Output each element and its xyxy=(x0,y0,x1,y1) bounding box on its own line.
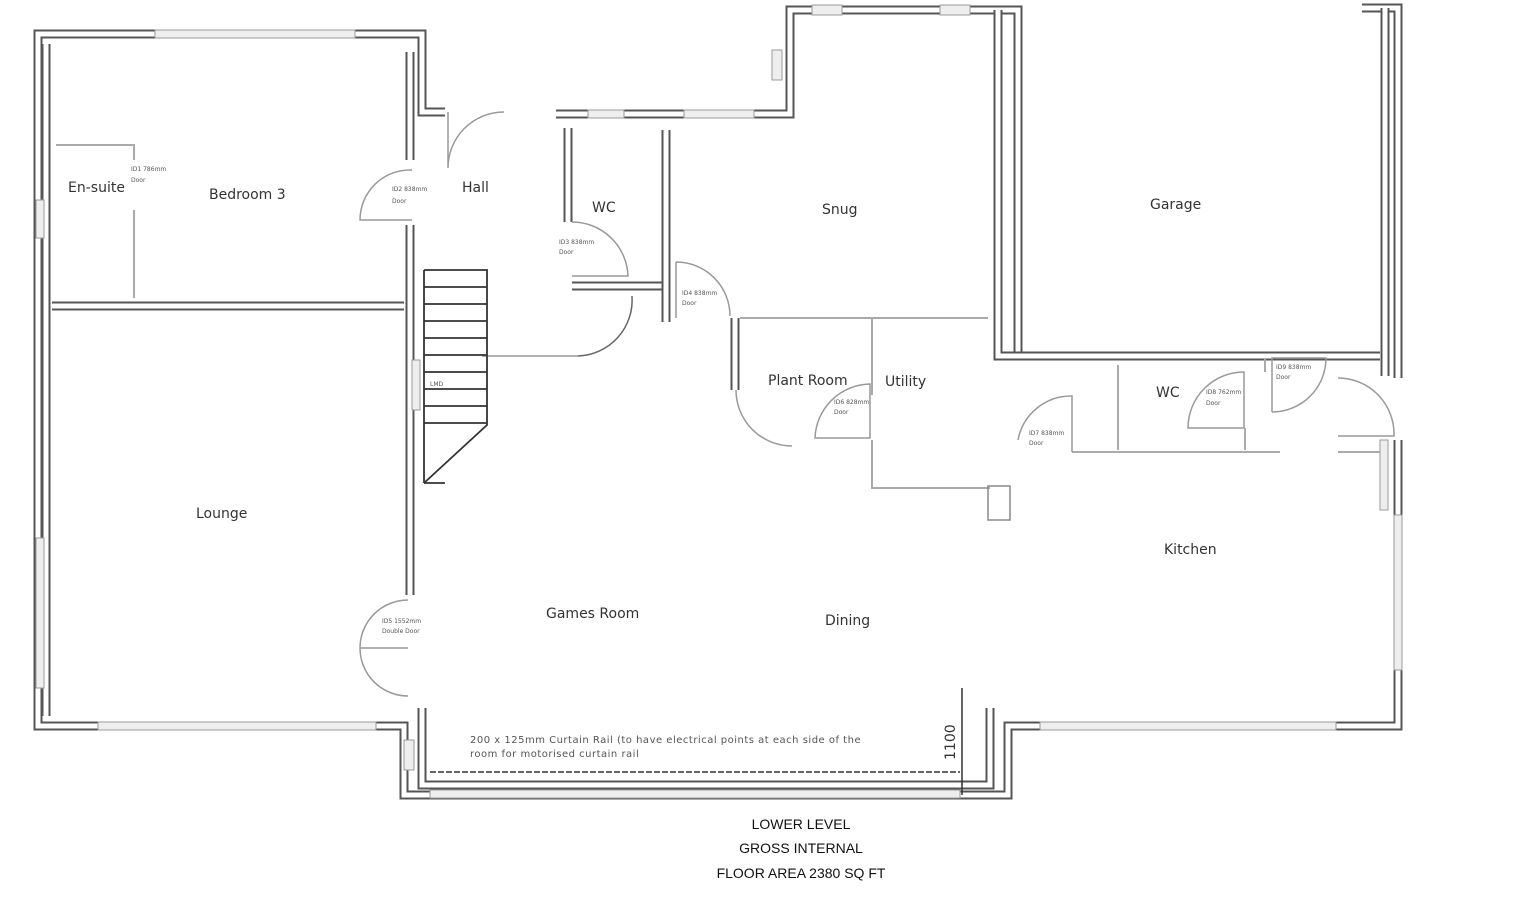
caption-level: LOWER LEVEL xyxy=(752,816,851,832)
room-snug: Snug xyxy=(822,202,858,218)
door-type: Door xyxy=(392,198,407,205)
door-label-id7: ID7 838mm xyxy=(1029,430,1064,437)
room-ensuite: En-suite xyxy=(68,180,125,196)
room-bedroom-3: Bedroom 3 xyxy=(209,187,286,203)
room-labels: En-suite Bedroom 3 Hall WC Snug Garage P… xyxy=(68,180,1217,629)
door-label-id5: ID5 1552mm xyxy=(382,618,421,625)
door-type: Door xyxy=(834,409,849,416)
curtain-rail: 200 x 125mm Curtain Rail (to have electr… xyxy=(430,688,963,795)
room-plant-room: Plant Room xyxy=(768,373,848,389)
room-kitchen: Kitchen xyxy=(1164,542,1217,558)
door-type: Double Door xyxy=(382,628,420,635)
caption-floor-area: FLOOR AREA 2380 SQ FT xyxy=(717,865,886,881)
door-swings xyxy=(359,111,1395,697)
caption: LOWER LEVEL GROSS INTERNAL FLOOR AREA 23… xyxy=(717,816,886,881)
door-type: Door xyxy=(1276,374,1291,381)
door-label-id8: ID8 762mm xyxy=(1206,389,1241,396)
room-garage: Garage xyxy=(1150,197,1201,213)
door-label-id6: ID6 828mm xyxy=(834,399,869,406)
door-labels: ID1 786mm Door ID2 838mm Door ID3 838mm … xyxy=(131,166,1311,635)
door-type: Door xyxy=(131,177,146,184)
room-wc-2: WC xyxy=(1156,385,1180,401)
room-utility: Utility xyxy=(885,374,926,390)
caption-gross-internal: GROSS INTERNAL xyxy=(739,840,863,856)
room-dining: Dining xyxy=(825,613,870,629)
partitions xyxy=(56,144,1380,521)
door-type: Door xyxy=(1206,400,1221,407)
dimension-label: 1100 xyxy=(943,724,959,760)
door-label-id1: ID1 786mm xyxy=(131,166,166,173)
door-label-id2: ID2 838mm xyxy=(392,186,427,193)
room-games-room: Games Room xyxy=(546,606,639,622)
door-label-id9: ID9 838mm xyxy=(1276,364,1311,371)
door-type: Door xyxy=(1029,440,1044,447)
walls xyxy=(33,3,1403,800)
stair-label: LMD xyxy=(430,381,444,388)
curtain-rail-note-line2: room for motorised curtain rail xyxy=(470,749,639,760)
curtain-rail-note-line1: 200 x 125mm Curtain Rail (to have electr… xyxy=(470,735,861,746)
door-label-id4: ID4 838mm xyxy=(682,290,717,297)
room-wc-1: WC xyxy=(592,200,616,216)
door-label-id3: ID3 838mm xyxy=(559,239,594,246)
staircase[interactable]: LMD xyxy=(423,269,488,484)
room-hall: Hall xyxy=(462,180,489,196)
door-type: Door xyxy=(682,300,697,307)
windows xyxy=(35,4,1403,799)
door-type: Door xyxy=(559,249,574,256)
room-lounge: Lounge xyxy=(196,506,247,522)
